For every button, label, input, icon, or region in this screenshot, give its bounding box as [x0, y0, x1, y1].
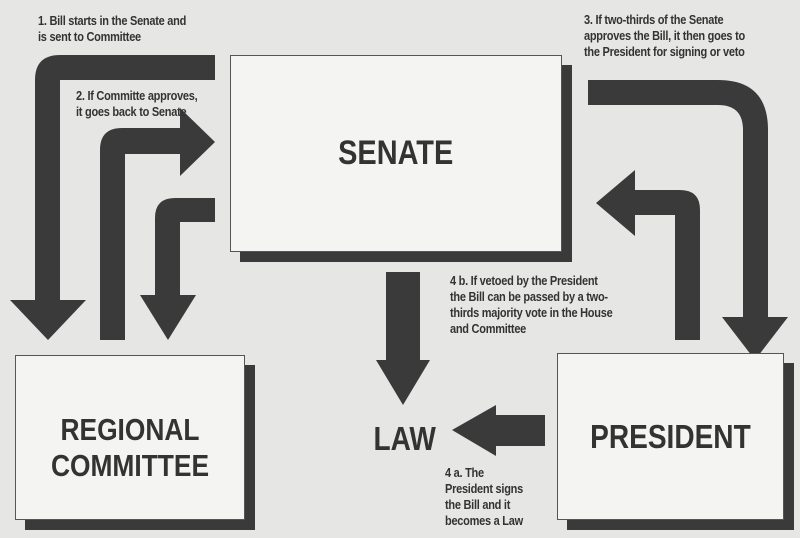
arrow-committee-to-senate: [100, 108, 215, 340]
step3-note: 3. If two-thirds of the Senate approves …: [584, 13, 745, 59]
president-box: PRESIDENT: [557, 353, 784, 520]
step1-note: 1. Bill starts in the Senate and is sent…: [38, 14, 187, 44]
committee-label: REGIONAL COMMITTEE: [51, 412, 209, 483]
committee-label-line1: REGIONAL: [60, 411, 200, 447]
law-label: LAW: [373, 420, 436, 457]
step4a-note: 4 a. The President signs the Bill and it…: [445, 466, 523, 528]
committee-label-line2: COMMITTEE: [50, 447, 210, 483]
arrow-president-to-senate: [596, 170, 700, 340]
president-label: PRESIDENT: [590, 417, 751, 455]
arrow-president-to-law: [452, 405, 545, 456]
arrow-senate-to-law: [376, 272, 430, 405]
arrow-senate-to-committee-inner: [140, 198, 215, 340]
arrow-senate-to-president: [588, 80, 788, 360]
senate-label: SENATE: [338, 133, 454, 172]
arrow-senate-to-committee: [10, 55, 215, 340]
step2-note: 2. If Committe approves, it goes back to…: [76, 89, 198, 119]
step4b-note: 4 b. If vetoed by the President the Bill…: [450, 274, 613, 336]
senate-box: SENATE: [230, 55, 562, 252]
committee-box: REGIONAL COMMITTEE: [15, 355, 245, 520]
